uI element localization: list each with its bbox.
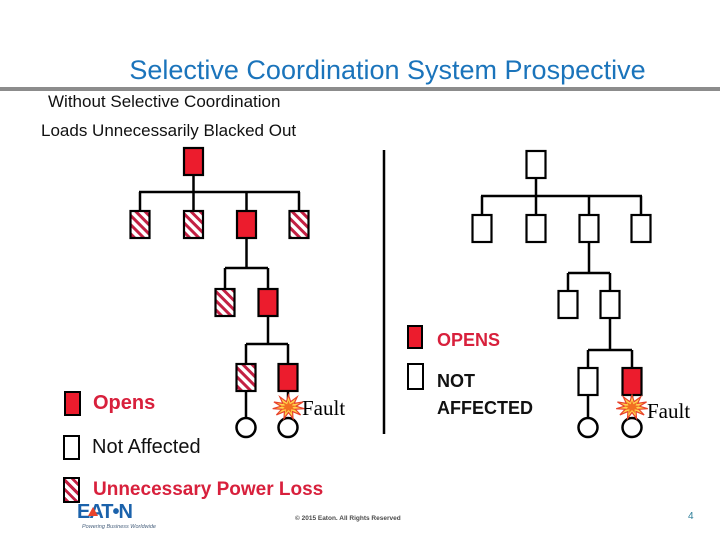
right-breaker-not-affected: [525, 149, 547, 180]
legend-power-loss-swatch: [63, 477, 80, 503]
left-load-circle: [277, 416, 299, 439]
left-breaker-power-loss: [235, 362, 257, 393]
left-breaker-power-loss: [288, 209, 310, 240]
left-breaker-opens: [257, 287, 279, 318]
eaton-logo: EAT•N: [77, 501, 133, 523]
legend-not-affected-label: Not Affected: [92, 436, 201, 458]
left-breaker-opens: [235, 209, 258, 240]
right-fault-burst-core-icon: [623, 400, 641, 414]
right-load-circle: [577, 416, 599, 439]
right-breaker-not-affected: [557, 289, 579, 320]
right-breaker-not-affected: [577, 366, 599, 397]
left-breaker-opens: [182, 146, 205, 177]
right-not-affected-line2: AFFECTED: [437, 398, 533, 418]
left-fault-burst-core-icon: [280, 400, 297, 414]
page-number: 4: [688, 511, 694, 522]
eaton-tagline: Powering Business Worldwide: [82, 524, 156, 530]
right-load-circle: [621, 416, 643, 439]
copyright-text: © 2015 Eaton. All Rights Reserved: [295, 515, 401, 522]
title-divider-rule: [0, 87, 720, 91]
left-breaker-opens: [277, 362, 299, 393]
legend-power-loss-label: Unnecessary Power Loss: [93, 479, 324, 500]
fault-label-right: Fault: [647, 399, 691, 423]
right-not-affected-label: NOT AFFECTED: [437, 368, 587, 422]
legend-opens-swatch: [64, 391, 81, 416]
left-breaker-power-loss: [182, 209, 205, 240]
left-breaker-power-loss: [129, 209, 151, 240]
right-opens-label: OPENS: [437, 330, 501, 350]
left-load-circle: [235, 416, 257, 439]
left-breaker-power-loss: [214, 287, 236, 318]
right-breaker-not-affected: [630, 213, 652, 244]
legend-not-affected-swatch: [63, 435, 80, 460]
slide-title: Selective Coordination System Prospectiv…: [129, 55, 646, 85]
right-breaker-not-affected: [471, 213, 493, 244]
right-breaker-not-affected: [599, 289, 621, 320]
subtitle-line-2: Loads Unnecessarily Blacked Out: [41, 121, 297, 140]
legend-opens-label: Opens: [93, 392, 156, 414]
eaton-logo-triangle-icon: [88, 507, 98, 516]
right-opens-swatch: [407, 325, 423, 349]
right-breaker-not-affected: [525, 213, 547, 244]
right-breaker-opens: [621, 366, 643, 397]
fault-label-left: Fault: [302, 396, 346, 420]
right-breaker-not-affected: [578, 213, 600, 244]
subtitle-line-1: Without Selective Coordination: [48, 92, 281, 111]
right-not-affected-line1: NOT: [437, 371, 475, 391]
right-not-affected-swatch: [407, 363, 424, 390]
